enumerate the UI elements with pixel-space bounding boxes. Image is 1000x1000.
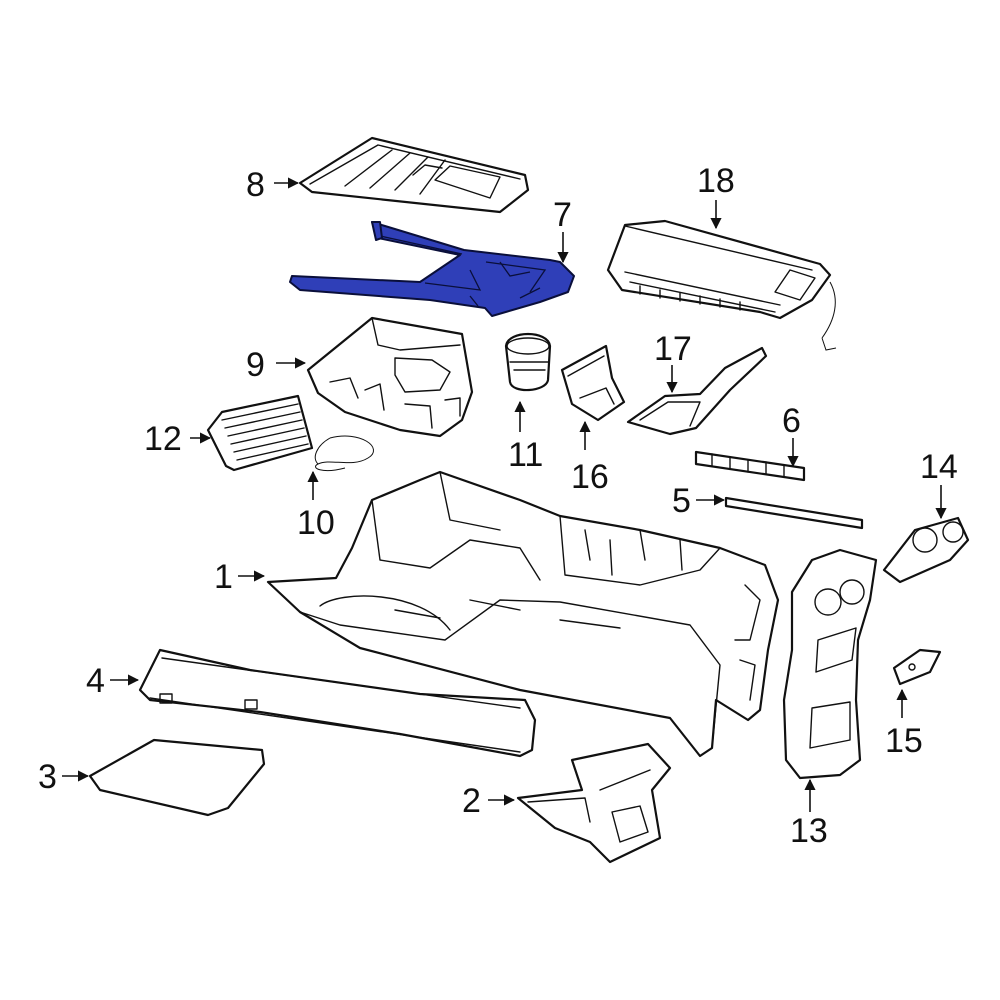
part-2-support-bracket — [516, 742, 672, 864]
part-9-storage-bin — [306, 316, 474, 438]
part-17-tray-mat — [626, 346, 768, 436]
callout-8: 8 — [246, 166, 265, 204]
part-12-mat — [206, 394, 314, 472]
part-6-trim-strip — [694, 450, 806, 482]
part-3-pad — [88, 738, 266, 817]
callout-2: 2 — [462, 782, 481, 820]
part-1-console-body — [266, 470, 780, 758]
part-5-rail — [724, 496, 864, 530]
part-10-seal — [314, 435, 374, 471]
part-18-armrest — [606, 219, 837, 351]
callout-17: 17 — [654, 330, 692, 368]
callout-16: 16 — [571, 458, 609, 496]
callout-6: 6 — [782, 402, 801, 440]
leader-arrows — [62, 177, 947, 812]
part-4-side-panel — [138, 648, 537, 758]
part-7-bezel-highlighted — [289, 221, 575, 317]
part-15-small-clip — [892, 648, 942, 686]
callout-7: 7 — [553, 196, 572, 234]
callout-3: 3 — [38, 758, 57, 796]
callout-13: 13 — [790, 812, 828, 850]
callout-labels: 8 7 18 9 17 11 16 12 6 10 5 14 1 15 4 3 … — [38, 162, 958, 850]
callout-12: 12 — [144, 420, 182, 458]
callout-11: 11 — [508, 436, 543, 474]
callout-1: 1 — [214, 558, 233, 596]
part-14-clip — [882, 516, 970, 584]
callout-5: 5 — [672, 482, 691, 520]
part-13-rear-panel — [782, 548, 878, 780]
callout-9: 9 — [246, 346, 265, 384]
callout-14: 14 — [920, 448, 958, 486]
part-11-cup-holder-insert — [504, 333, 552, 392]
part-8-lid-cover — [298, 136, 530, 214]
callout-15: 15 — [885, 722, 923, 760]
callout-4: 4 — [86, 662, 105, 700]
callout-18: 18 — [697, 162, 735, 200]
part-16-bracket — [560, 344, 626, 422]
callout-10: 10 — [297, 504, 335, 542]
